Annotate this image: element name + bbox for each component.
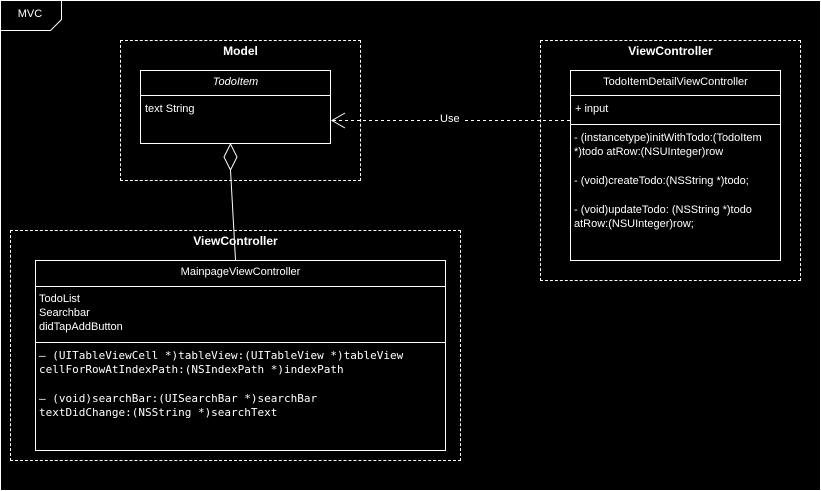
mainpage-attribute-searchbar: Searchbar — [39, 307, 90, 319]
mainpage-controller-class[interactable]: MainpageViewController TodoList Searchba… — [35, 260, 446, 451]
mainpage-controller-separator — [36, 342, 445, 343]
detail-controller-separator — [571, 124, 780, 125]
mainpage-method-searchbar-line-2: textDidChange:(NSString *)searchText — [39, 406, 278, 419]
mainpage-attribute-todolist: TodoList — [39, 293, 80, 305]
main-view-package[interactable] — [10, 230, 461, 461]
todo-item-attribute: text String — [145, 103, 195, 115]
mainpage-method-searchbar-line-1: – (void)searchBar:(UISearchBar *)searchB… — [39, 392, 318, 405]
mainpage-controller-class-name: MainpageViewController — [36, 261, 445, 287]
detail-controller-attribute: + input — [575, 103, 609, 115]
todo-item-class[interactable]: TodoItem text String — [140, 70, 331, 144]
mainpage-method-tableview-line-1: – (UITableViewCell *)tableView:(UITableV… — [39, 349, 404, 362]
mainpage-controller-attributes: TodoList Searchbar didTapAddButton — [36, 287, 445, 342]
todo-item-class-name: TodoItem — [141, 71, 330, 96]
detail-controller-method-init: - (instancetype)initWithTodo:(TodoItem *… — [574, 132, 762, 158]
mainpage-method-tableview: – (UITableViewCell *)tableView:(UITableV… — [36, 343, 445, 377]
detail-controller-class-name: TodoItemDetailViewController — [571, 71, 780, 96]
frame-tab-shape — [0, 0, 62, 31]
use-relation-label: Use — [438, 113, 462, 125]
detail-controller-method-create: - (void)createTodo:(NSString *)todo; — [574, 175, 749, 187]
frame-label: MVC — [17, 8, 43, 20]
detail-controller-method-update: - (void)updateTodo: (NSString *)todo atR… — [574, 204, 752, 230]
model-package[interactable] — [120, 40, 361, 181]
mainpage-attribute-add-button: didTapAddButton — [39, 321, 123, 333]
model-package-title: Model — [223, 44, 258, 58]
detail-controller-class[interactable]: TodoItemDetailViewController + input - (… — [570, 70, 781, 261]
mainpage-method-searchbar: – (void)searchBar:(UISearchBar *)searchB… — [36, 377, 445, 420]
detail-view-package[interactable] — [540, 40, 801, 281]
use-arrowhead — [330, 112, 346, 129]
aggregation-diamond — [223, 142, 238, 172]
main-view-package-title: ViewController — [193, 234, 278, 248]
mainpage-method-tableview-line-2: cellForRowAtIndexPath:(NSIndexPath *)ind… — [39, 363, 344, 376]
aggregation-line[interactable] — [230, 169, 236, 261]
detail-view-package-title: ViewController — [628, 44, 713, 58]
